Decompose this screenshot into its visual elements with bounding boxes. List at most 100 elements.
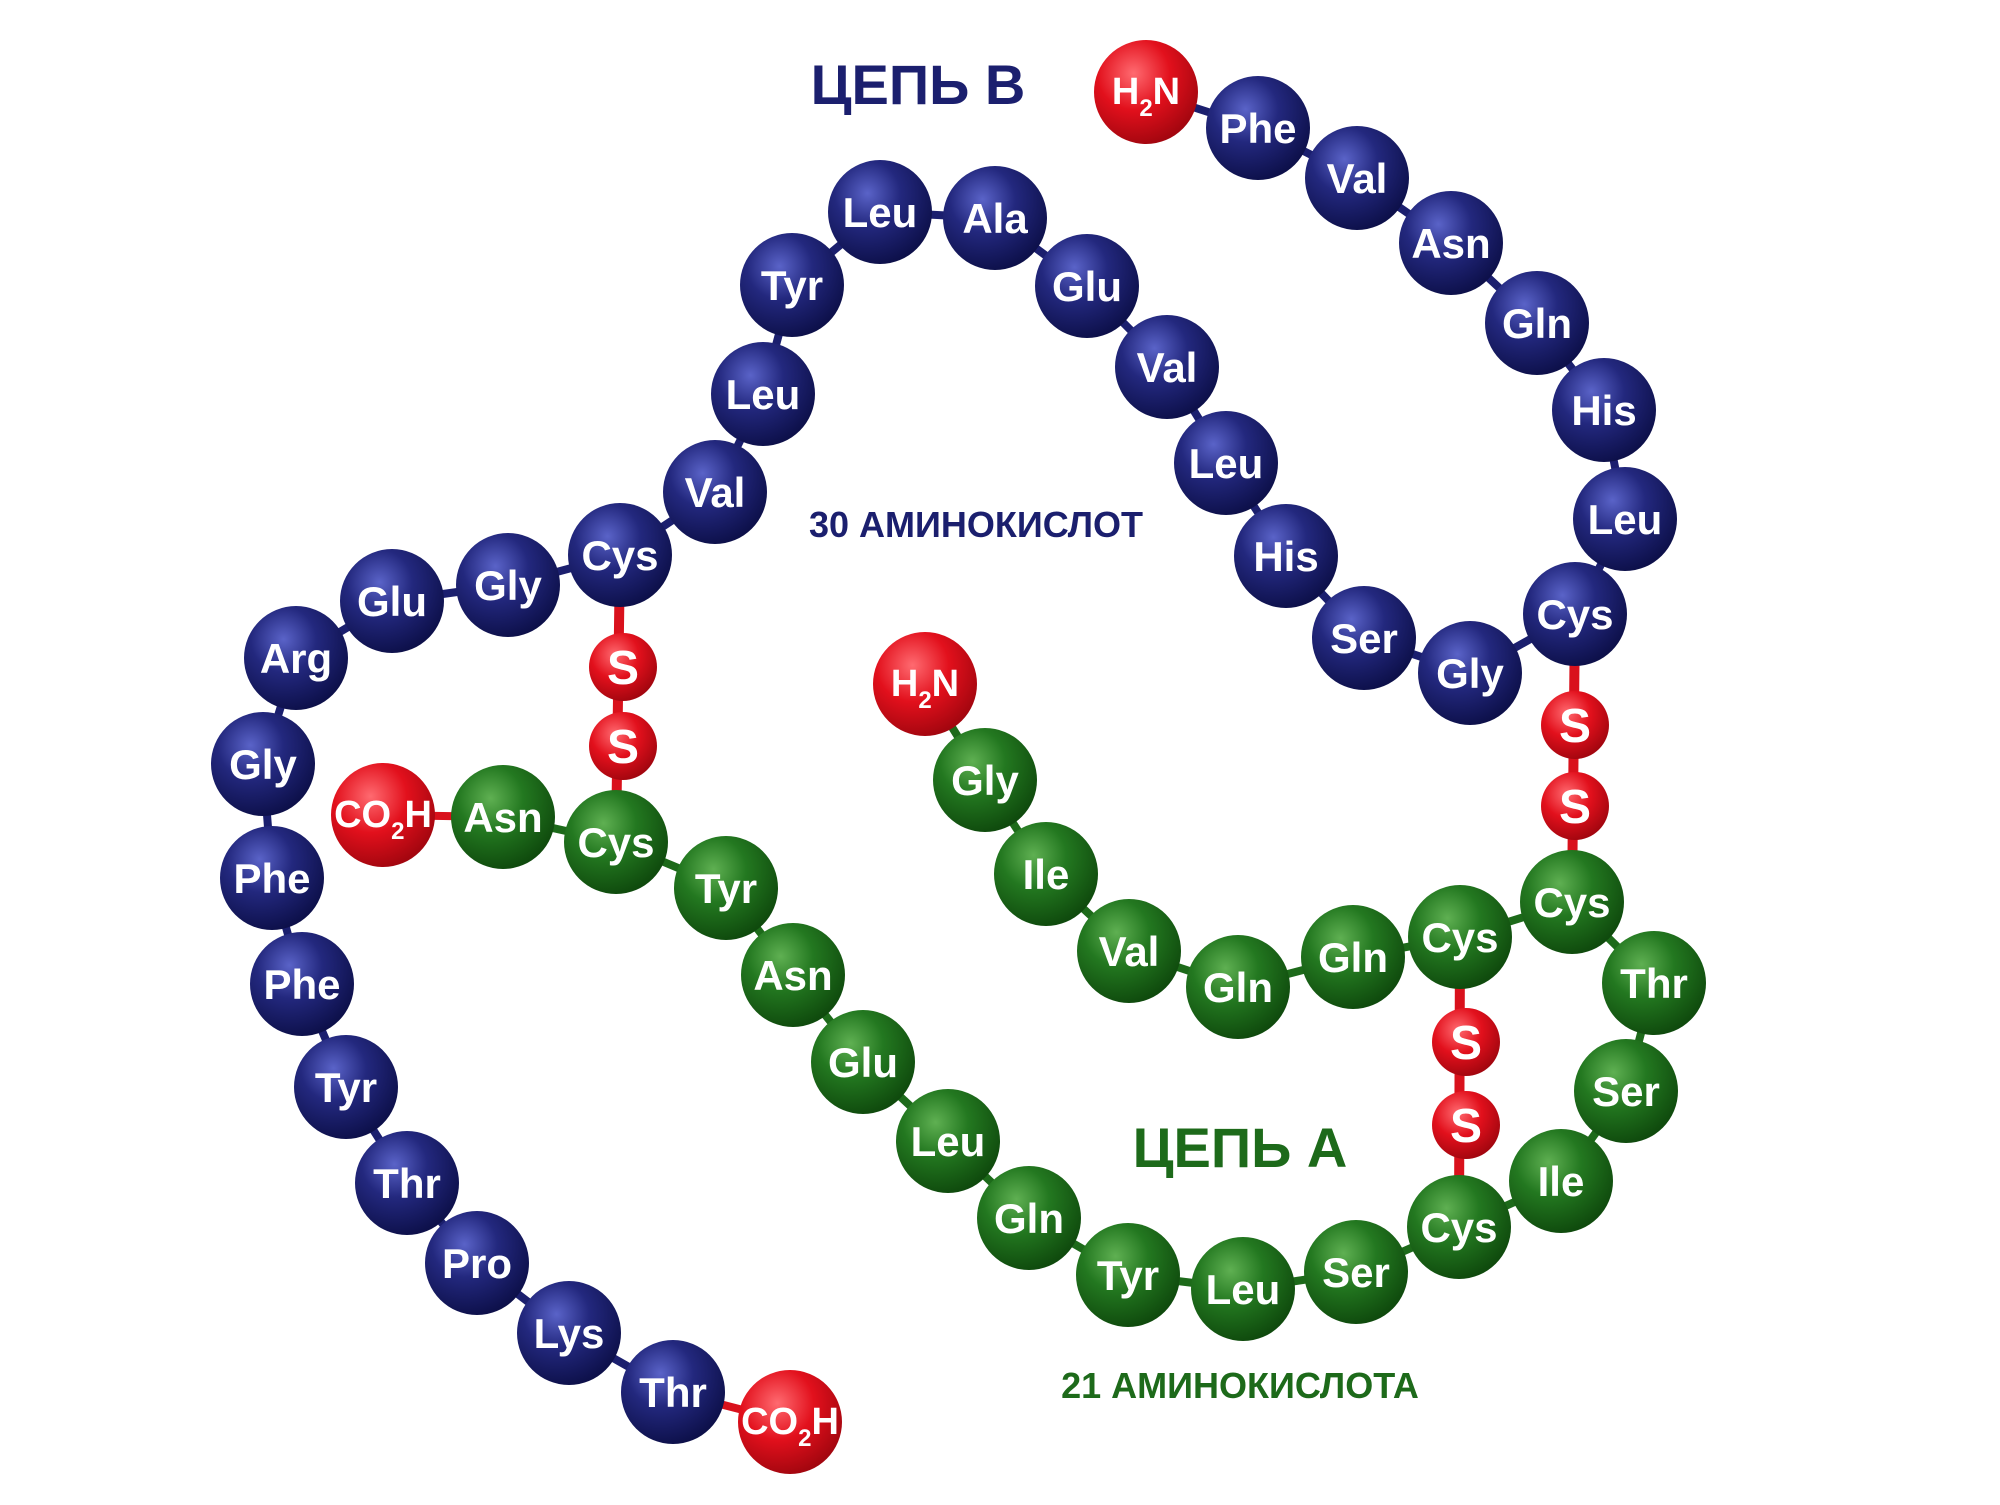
chain-a-residue-4: Gln xyxy=(1186,935,1290,1039)
chain-a-residue-1-circle xyxy=(933,728,1037,832)
chain-a-residue-15-circle xyxy=(977,1166,1081,1270)
chain-b-residue-8-label: Gly xyxy=(1436,650,1504,697)
chain-a-c-terminus: CO2H xyxy=(331,763,435,867)
chain-a-residue-2-circle xyxy=(994,822,1098,926)
chain-b-residue-10-label: His xyxy=(1253,533,1318,580)
chain-b-residue-20: Gly xyxy=(456,533,560,637)
chain-a-residue-19-label: Tyr xyxy=(695,865,757,912)
chain-b-residue-5-circle xyxy=(1552,358,1656,462)
chain-b-residue-22: Arg xyxy=(244,606,348,710)
chain-a-residue-16: Leu xyxy=(896,1089,1000,1193)
chain-b-residue-2: Val xyxy=(1305,126,1409,230)
chain-b-residue-16: Tyr xyxy=(740,233,844,337)
chain-b-residue-26-label: Tyr xyxy=(315,1064,377,1111)
sulfur-atom-label: S xyxy=(1450,1017,1482,1070)
chain-a-residue-15-label: Gln xyxy=(994,1195,1064,1242)
chain-b-residue-13: Glu xyxy=(1035,234,1139,338)
chain-b-residue-7: Cys xyxy=(1523,562,1627,666)
chain-b-residue-14: Ala xyxy=(943,166,1047,270)
chain-b-residue-17-label: Leu xyxy=(726,371,801,418)
chain-a-residue-9: Ser xyxy=(1574,1039,1678,1143)
chain-a-residue-5-circle xyxy=(1301,905,1405,1009)
chain-a-residue-11: Cys xyxy=(1407,1175,1511,1279)
chain-b-residue-25-label: Phe xyxy=(263,961,340,1008)
chain-b-n-terminus: H2N xyxy=(1094,40,1198,144)
chain-b-residue-14-label: Ala xyxy=(962,195,1028,242)
chain-b-residue-27: Thr xyxy=(355,1131,459,1235)
chain-b-residue-15-circle xyxy=(828,160,932,264)
chain-a-residue-10-circle xyxy=(1509,1129,1613,1233)
chain-b-residue-11: Leu xyxy=(1174,411,1278,515)
chain-b-residue-9: Ser xyxy=(1312,586,1416,690)
sulfur-atom: S xyxy=(1541,691,1609,759)
chain-a-residue-14-label: Tyr xyxy=(1097,1252,1159,1299)
chain-a-residue-16-circle xyxy=(896,1089,1000,1193)
chain-b-residue-23-label: Gly xyxy=(229,741,297,788)
chain-b-residue-16-circle xyxy=(740,233,844,337)
chain-a-residue-3: Val xyxy=(1077,899,1181,1003)
sulfur-atom: S xyxy=(1432,1008,1500,1076)
sulfur-atom: S xyxy=(1541,772,1609,840)
chain-a-residue-21-circle xyxy=(451,765,555,869)
chain-b-residue-25: Phe xyxy=(250,932,354,1036)
chain-a-residue-20-circle xyxy=(564,790,668,894)
chain-a-residue-9-circle xyxy=(1574,1039,1678,1143)
chain-b-title: ЦЕПЬ В xyxy=(811,53,1026,116)
chain-b-residue-1: Phe xyxy=(1206,76,1310,180)
chain-b-residue-17-circle xyxy=(711,342,815,446)
chain-a-residue-3-label: Val xyxy=(1099,928,1160,975)
chain-a-count: 21 АМИНОКИСЛОТА xyxy=(1061,1365,1419,1406)
chain-a-residue-2: Ile xyxy=(994,822,1098,926)
chain-b-residue-29-circle xyxy=(517,1281,621,1385)
chain-a-residue-7: Cys xyxy=(1520,850,1624,954)
chain-b-residue-30-label: Thr xyxy=(639,1369,707,1416)
chain-a-residue-8-label: Thr xyxy=(1620,960,1688,1007)
chain-a-residue-15: Gln xyxy=(977,1166,1081,1270)
chain-a-residue-17-label: Glu xyxy=(828,1039,898,1086)
chain-a-residue-8: Thr xyxy=(1602,931,1706,1035)
sulfur-atom-label: S xyxy=(607,642,639,695)
sulfur-atom-circle xyxy=(1541,772,1609,840)
chain-b-residue-27-circle xyxy=(355,1131,459,1235)
chain-a-residue-14: Tyr xyxy=(1076,1223,1180,1327)
chain-a-residue-7-circle xyxy=(1520,850,1624,954)
chain-b-residue-6-label: Leu xyxy=(1588,496,1663,543)
chain-b-n-terminus-label: H2N xyxy=(1112,71,1180,122)
chain-a-residue-9-label: Ser xyxy=(1592,1068,1660,1115)
chain-b-residue-6: Leu xyxy=(1573,467,1677,571)
chain-b-residue-29-label: Lys xyxy=(534,1310,605,1357)
chain-a-residue-20: Cys xyxy=(564,790,668,894)
chain-a-residue-6-circle xyxy=(1408,885,1512,989)
chain-a-c-terminus-label: CO2H xyxy=(334,794,432,845)
chain-a-residue-21: Asn xyxy=(451,765,555,869)
chain-b-residue-16-label: Tyr xyxy=(761,262,823,309)
sulfur-atom-circle xyxy=(589,712,657,780)
chain-b-residue-5: His xyxy=(1552,358,1656,462)
chain-b-residue-30: Thr xyxy=(621,1340,725,1444)
chain-a-residue-18-label: Asn xyxy=(753,952,832,999)
chain-a-residue-12-label: Ser xyxy=(1322,1249,1390,1296)
chain-a-residue-17-circle xyxy=(811,1010,915,1114)
chain-a-residue-21-label: Asn xyxy=(463,794,542,841)
chain-a-residue-13-label: Leu xyxy=(1206,1266,1281,1313)
chain-b-residue-21: Glu xyxy=(340,549,444,653)
chain-b-residue-27-label: Thr xyxy=(373,1160,441,1207)
chain-b-residue-20-circle xyxy=(456,533,560,637)
chain-b-residue-19-label: Cys xyxy=(581,532,658,579)
chain-a-residue-10: Ile xyxy=(1509,1129,1613,1233)
chain-b-residue-2-circle xyxy=(1305,126,1409,230)
chain-a-residue-2-label: Ile xyxy=(1023,851,1070,898)
sulfur-atom-circle xyxy=(589,633,657,701)
chain-a-residue-14-circle xyxy=(1076,1223,1180,1327)
sulfur-atom-label: S xyxy=(1559,700,1591,753)
chain-b-residue-2-label: Val xyxy=(1327,155,1388,202)
chain-b-residue-30-circle xyxy=(621,1340,725,1444)
chain-b-residue-12-circle xyxy=(1115,315,1219,419)
chain-b-residue-15: Leu xyxy=(828,160,932,264)
chain-b-residue-28-circle xyxy=(425,1211,529,1315)
sulfur-atom-circle xyxy=(1432,1091,1500,1159)
chain-b-residue-19-circle xyxy=(568,503,672,607)
